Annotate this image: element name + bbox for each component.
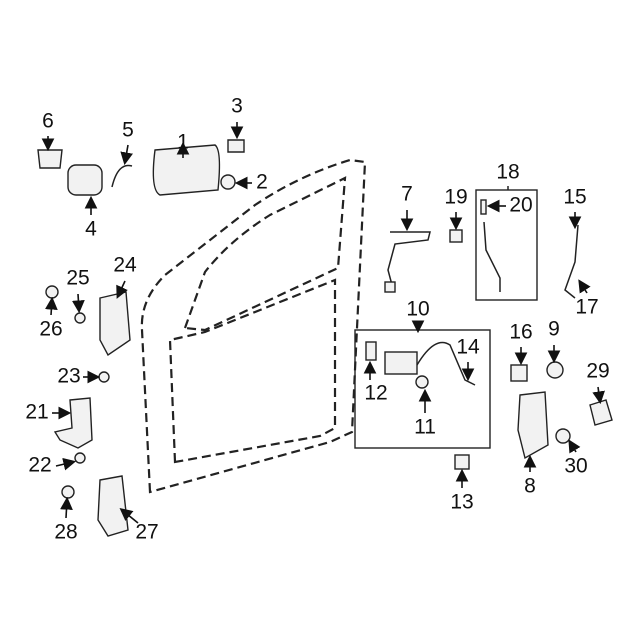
callout-15: 15: [563, 186, 586, 209]
callout-18: 18: [496, 161, 519, 184]
callout-12: 12: [364, 382, 387, 405]
callout-20: 20: [509, 194, 532, 217]
callout-25: 25: [66, 267, 89, 290]
callout-19: 19: [444, 186, 467, 209]
outside-handle: [152, 144, 221, 196]
callout-22: 22: [28, 454, 51, 477]
box-18: [475, 189, 538, 301]
callout-4: 4: [85, 218, 97, 241]
callout-9: 9: [548, 318, 560, 341]
leader-arrows: [41, 122, 605, 524]
callout-28: 28: [54, 521, 77, 544]
callout-24: 24: [113, 254, 137, 277]
callout-1: 1: [177, 131, 189, 154]
callout-3: 3: [231, 95, 243, 118]
callout-17: 17: [575, 296, 598, 319]
door-outline: [140, 158, 367, 494]
callout-21: 21: [25, 401, 48, 424]
callout-13: 13: [450, 491, 473, 514]
callout-14: 14: [456, 336, 480, 359]
callout-2: 2: [256, 171, 268, 194]
callout-27: 27: [135, 521, 158, 544]
callout-5: 5: [122, 119, 134, 142]
callout-6: 6: [42, 110, 54, 133]
callout-30: 30: [564, 455, 587, 478]
callout-26: 26: [39, 318, 62, 341]
callout-labels: 1 2 3 4 5 6 7 8 9 10 11 12 13 14 15 16 1…: [25, 95, 609, 544]
callout-8: 8: [524, 475, 536, 498]
callout-16: 16: [509, 321, 532, 344]
callout-7: 7: [401, 183, 413, 206]
callout-23: 23: [57, 365, 80, 388]
callout-11: 11: [414, 416, 436, 439]
callout-29: 29: [586, 360, 609, 383]
callout-10: 10: [406, 298, 429, 321]
